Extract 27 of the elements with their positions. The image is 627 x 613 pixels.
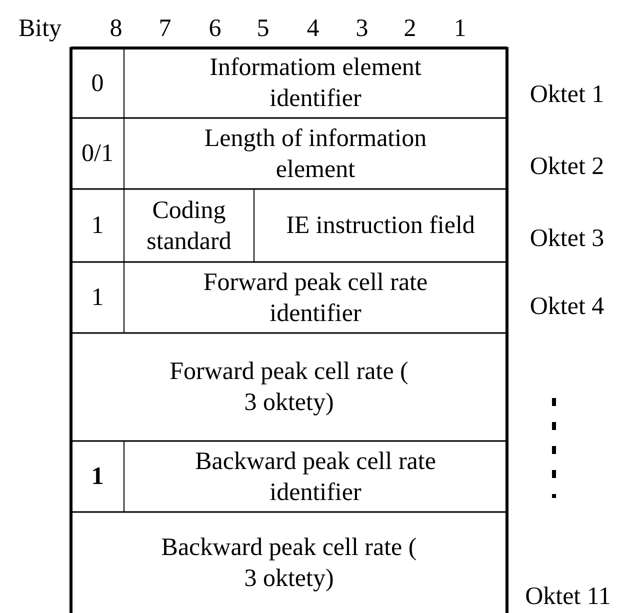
bit-number: 7 [158,14,172,44]
bit-value: 1 [91,462,104,492]
field-name: IE instruction field [286,211,475,241]
bit-number: 5 [256,14,270,44]
bit-number: 6 [208,14,222,44]
bit-number: 8 [110,14,122,44]
field-name: Coding standard [146,196,232,256]
octet-label: Oktet 4 [530,292,604,322]
octet-label: Oktet 1 [530,80,604,110]
field-name: Informatiom element identifier [208,53,422,114]
bit-number: 3 [356,14,368,44]
field-name: Length of information element [203,124,428,184]
bit-value: 0/1 [82,139,114,169]
field-name: Backward peak cell rate ( 3 oktety) [160,532,418,594]
octet-label: Oktet 3 [530,224,604,254]
bit-number: 1 [454,14,466,44]
bit-value: 1 [91,211,104,241]
bit-value: 1 [91,283,104,313]
bit-number: 4 [306,14,320,44]
bit-value: 0 [91,68,104,98]
field-name: Forward peak cell rate identifier [202,268,429,328]
octet-label: Oktet 11 [525,582,611,612]
axis-label: Bity [18,14,62,44]
field-name: Forward peak cell rate ( 3 oktety) [168,357,410,418]
bit-number: 2 [404,14,416,44]
octet-label: Oktet 2 [530,152,604,182]
field-name: Backward peak cell rate identifier [194,446,437,508]
